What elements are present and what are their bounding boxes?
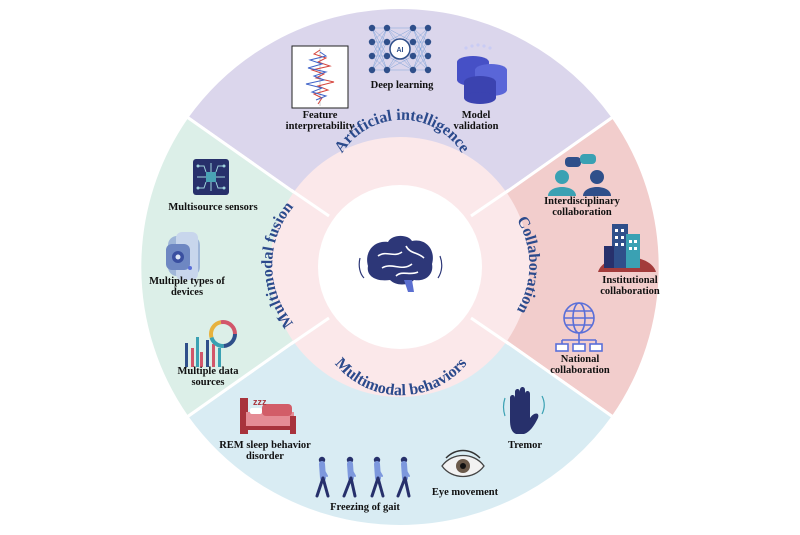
nn-node bbox=[368, 52, 376, 60]
database-icon bbox=[457, 43, 507, 104]
nn-node bbox=[409, 24, 417, 32]
inner-ring-dividers bbox=[290, 188, 510, 346]
nn-node bbox=[383, 52, 391, 60]
hand-icon bbox=[502, 387, 545, 434]
walking-figures-icon bbox=[315, 456, 411, 498]
feature-plot-icon bbox=[291, 45, 349, 109]
neural-network-icon: AI bbox=[368, 24, 432, 74]
label-freezing-of-gait: Freezing of gait bbox=[330, 502, 400, 513]
label-eye-movement: Eye movement bbox=[431, 487, 499, 498]
walking-figure bbox=[396, 456, 411, 498]
nn-node bbox=[409, 38, 417, 46]
nn-node bbox=[368, 38, 376, 46]
nn-node bbox=[383, 38, 391, 46]
nn-node bbox=[368, 24, 376, 32]
ai-chip-icon bbox=[389, 38, 411, 60]
label-tremor: Tremor bbox=[507, 440, 542, 451]
walking-figure bbox=[315, 456, 330, 498]
nn-node bbox=[424, 38, 432, 46]
nn-node bbox=[383, 24, 391, 32]
people-chat-icon bbox=[548, 154, 611, 196]
nn-node bbox=[424, 52, 432, 60]
nn-node bbox=[424, 66, 432, 74]
nn-node bbox=[409, 52, 417, 60]
zzz-icon: zzz bbox=[253, 397, 267, 407]
eye-icon bbox=[441, 449, 485, 478]
nn-node bbox=[383, 66, 391, 74]
walking-figure bbox=[342, 456, 357, 498]
bed-sleep-icon: zzz bbox=[240, 397, 296, 434]
chip-icon bbox=[193, 159, 229, 195]
walking-figure bbox=[370, 456, 385, 498]
label-deep-learning: Deep learning bbox=[370, 80, 434, 91]
globe-network-icon bbox=[555, 302, 603, 352]
smartwatch-icon bbox=[166, 232, 200, 280]
label-multisource-sensors: Multisource sensors bbox=[168, 202, 258, 213]
nn-node bbox=[368, 66, 376, 74]
buildings-icon bbox=[598, 224, 656, 272]
ai-chip-label: AI bbox=[397, 47, 404, 54]
nn-node bbox=[424, 24, 432, 32]
nn-node bbox=[409, 66, 417, 74]
brain-icon bbox=[358, 235, 443, 292]
data-bars-icon bbox=[185, 320, 237, 367]
